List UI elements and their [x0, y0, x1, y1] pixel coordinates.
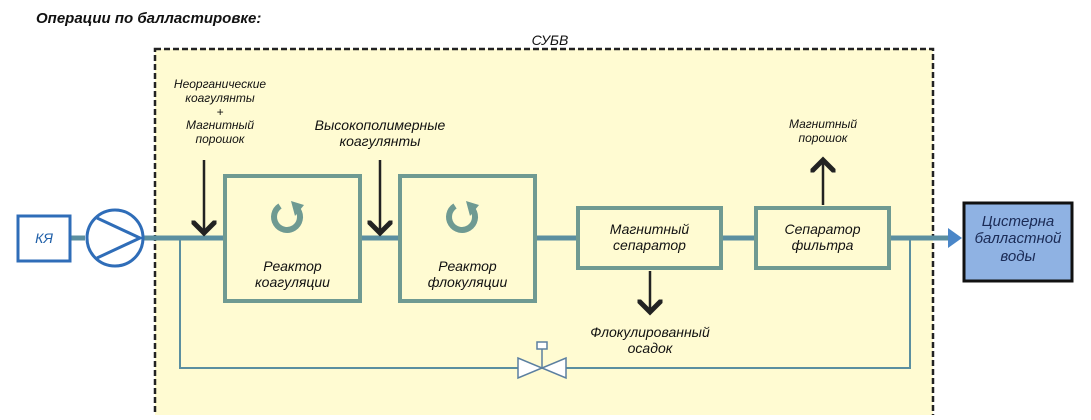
source-box: [16, 214, 72, 263]
polymer-input-label: Высокополимерные коагулянты: [300, 117, 460, 149]
inorganic-input-line2: коагулянты: [185, 90, 255, 105]
reactor-flocculation-line2: флокуляции: [427, 274, 508, 291]
sludge-output-label: Флокулированный осадок: [565, 324, 735, 356]
reactor-coagulation-line2: коагуляции: [255, 274, 330, 291]
sludge-line2: осадок: [627, 340, 673, 357]
system-label: СУБВ: [531, 32, 569, 48]
page-title: Операции по балластировке:: [36, 10, 262, 27]
filter-separator-label: Сепаратор фильтра: [756, 221, 889, 253]
ballast-tank-line2: балластной: [974, 230, 1062, 248]
magnetic-separator-box: [576, 206, 723, 270]
reactor-coagulation-box: [223, 174, 362, 303]
reactor-flocculation-label: Реактор флокуляции: [400, 258, 535, 290]
outlet-arrow-head: [948, 228, 962, 248]
ballast-tank-line1: Цистерна: [981, 213, 1055, 230]
filter-separator-line2: фильтра: [791, 237, 854, 254]
sludge-line1: Флокулированный: [590, 324, 710, 340]
rotation-icon-flocculation: [446, 201, 479, 233]
magnetic-powder-output-label: Магнитный порошок: [763, 117, 883, 146]
reactor-coagulation-line1: Реактор: [263, 258, 322, 274]
reactor-flocculation-box: [398, 174, 537, 303]
reactor-coagulation-label: Реактор коагуляции: [225, 258, 360, 290]
inorganic-input-label: Неорганические коагулянты + Магнитный по…: [160, 77, 280, 147]
filter-separator-line1: Сепаратор: [784, 221, 861, 237]
ballast-tank-line3: воды: [1000, 247, 1036, 265]
inorganic-input-line4: Магнитный: [185, 118, 255, 133]
magnetic-powder-line2: порошок: [798, 130, 848, 145]
magnetic-powder-line1: Магнитный: [788, 117, 858, 131]
filter-separator-box: [754, 206, 891, 270]
polymer-input-line1: Высокополимерные: [314, 117, 446, 133]
inorganic-input-line1: Неорганические: [173, 77, 267, 91]
inorganic-input-line3: +: [216, 104, 224, 119]
rotation-icon-coagulation: [271, 201, 304, 233]
ballast-tank-box: [962, 201, 1074, 283]
pump-icon: [85, 208, 145, 268]
magnetic-separator-line1: Магнитный: [609, 221, 690, 237]
polymer-input-line2: коагулянты: [339, 133, 421, 150]
ballast-tank-label: Цистерна балластной воды: [964, 213, 1072, 265]
magnetic-separator-label: Магнитный сепаратор: [578, 221, 721, 253]
bypass-valve-icon: [517, 341, 567, 380]
reactor-flocculation-line1: Реактор: [438, 258, 497, 274]
inorganic-input-line5: порошок: [195, 132, 245, 147]
source-label: КЯ: [35, 230, 53, 246]
magnetic-separator-line2: сепаратор: [613, 237, 686, 254]
